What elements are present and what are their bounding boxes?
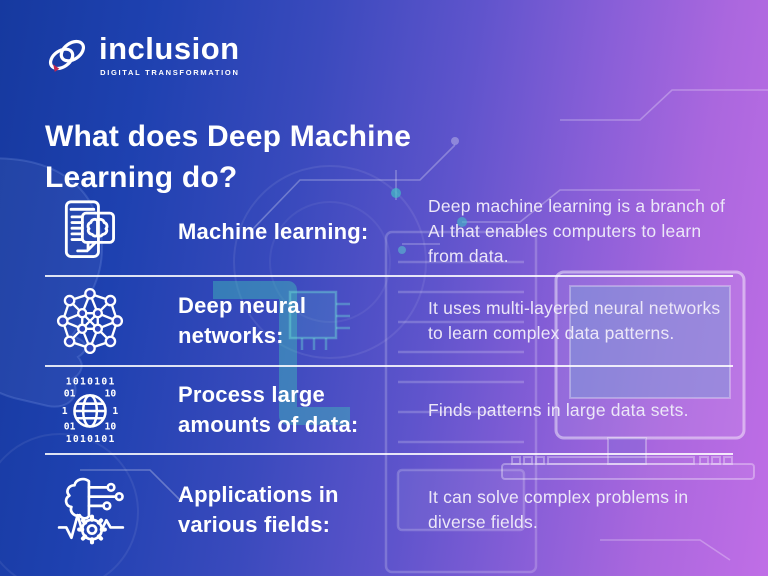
svg-text:01: 01 [64, 388, 76, 399]
row-label: Machine learning: [178, 218, 369, 244]
row-applications: Applications in various fields: It can s… [45, 455, 733, 565]
neural-network-icon [56, 287, 124, 355]
svg-text:1: 1 [112, 406, 118, 417]
inclusion-logo-icon [48, 39, 86, 72]
brain-circuit-gear-icon [57, 477, 125, 545]
svg-text:1010101: 1010101 [66, 434, 115, 445]
svg-text:10: 10 [105, 388, 117, 399]
logo-red-accent [53, 64, 60, 72]
row-label: Applications in various fields: [178, 482, 339, 537]
binary-globe-icon: 1010101 01 10 1 1 01 10 1010101 [62, 377, 119, 445]
svg-text:10: 10 [105, 421, 117, 432]
page-title: What does Deep Machine Learning do? [45, 120, 412, 195]
svg-text:1010101: 1010101 [66, 377, 115, 388]
brand-tagline: DIGITAL TRANSFORMATION [100, 68, 240, 77]
svg-text:01: 01 [64, 421, 76, 432]
row-description: It uses multi-layered neural networks to… [428, 298, 721, 343]
row-description: It can solve complex problems in diverse… [428, 487, 689, 532]
svg-text:1: 1 [62, 406, 68, 417]
brand-name: inclusion [99, 31, 240, 66]
logo: inclusion DIGITAL TRANSFORMATION [44, 32, 240, 78]
row-machine-learning: Machine learning: Deep machine learning … [45, 188, 733, 277]
row-label: Deep neural networks: [178, 293, 307, 348]
row-description: Deep machine learning is a branch of AI … [428, 196, 726, 266]
row-process-data: 1010101 01 10 1 1 01 10 1010101 Process lar… [45, 367, 733, 455]
feature-list: Machine learning: Deep machine learning … [45, 188, 733, 565]
row-description: Finds patterns in large data sets. [428, 399, 689, 420]
document-brain-icon [64, 199, 115, 258]
row-deep-neural-networks: Deep neural networks: It uses multi-laye… [45, 277, 733, 367]
row-label: Process large amounts of data: [178, 382, 359, 437]
